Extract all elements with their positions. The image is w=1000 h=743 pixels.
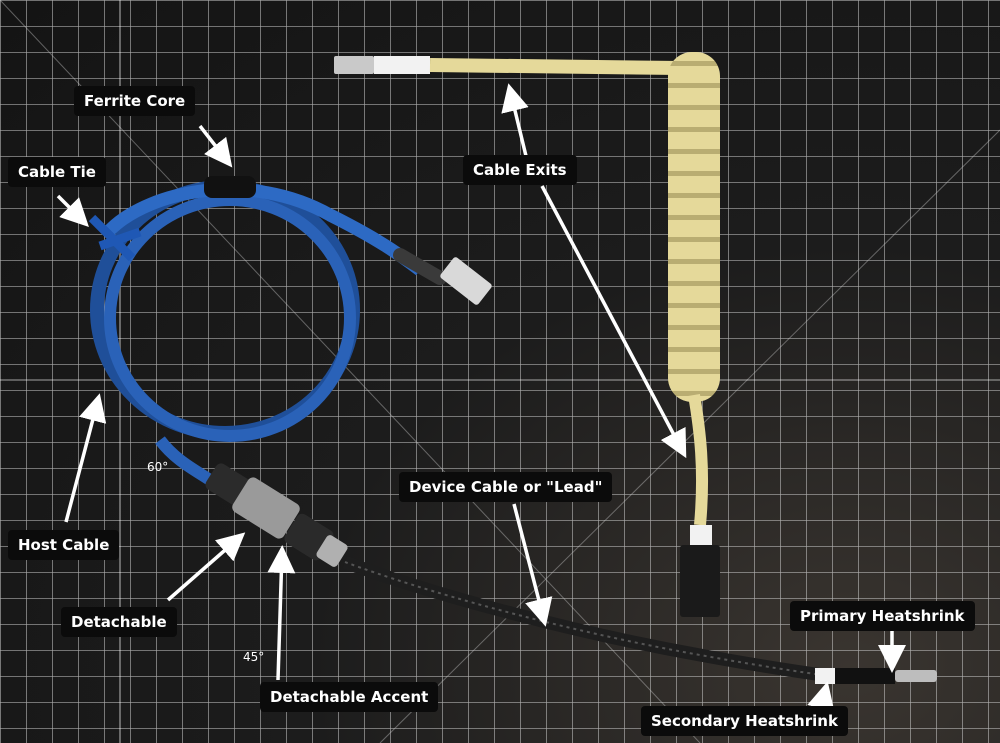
arrow-host-cable <box>64 393 107 523</box>
label-cable-tie: Cable Tie <box>8 157 106 187</box>
mat-angle-60: 60° <box>147 460 169 474</box>
device-lead <box>342 555 937 684</box>
label-cable-exits: Cable Exits <box>463 155 577 185</box>
coiled-cable <box>334 52 720 617</box>
aviator-connector <box>205 463 348 567</box>
mat-angle-45: 45° <box>243 650 265 664</box>
arrow-ferrite-core <box>198 124 233 168</box>
arrow-detachable-accent <box>267 545 296 681</box>
arrow-cable-exits-bottom <box>540 185 687 459</box>
arrow-detachable <box>166 532 246 602</box>
arrow-cable-tie <box>56 194 89 227</box>
label-device-cable: Device Cable or "Lead" <box>399 472 613 502</box>
label-secondary-heatshrink: Secondary Heatshrink <box>641 706 848 736</box>
label-primary-heatshrink: Primary Heatshrink <box>790 601 975 631</box>
label-detachable: Detachable <box>61 607 177 637</box>
cable-tie <box>88 214 142 262</box>
arrow-cable-exits-top <box>501 83 529 157</box>
label-ferrite-core: Ferrite Core <box>74 86 196 116</box>
arrow-device-cable <box>512 503 553 627</box>
annotation-arrows <box>56 83 906 712</box>
host-cable <box>88 176 492 486</box>
arrow-secondary-heatshrink <box>807 681 835 712</box>
label-detachable-accent: Detachable Accent <box>260 682 439 712</box>
label-host-cable: Host Cable <box>8 530 120 560</box>
ferrite-core <box>204 176 256 198</box>
